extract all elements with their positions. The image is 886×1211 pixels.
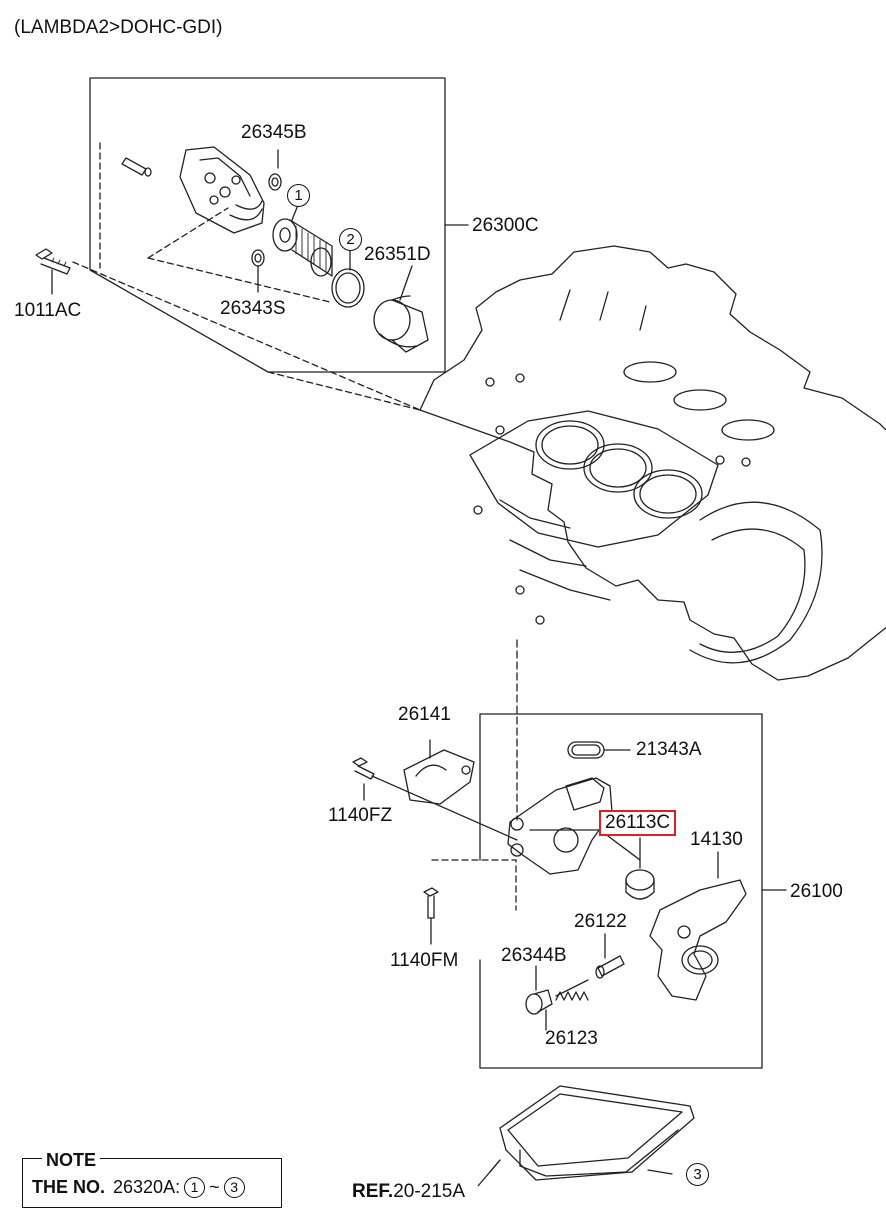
- dowel-pin: [121, 157, 152, 177]
- oring-26343S: [251, 249, 265, 293]
- gasket-21343A: [567, 741, 631, 759]
- part-label-26344B[interactable]: 26344B: [501, 945, 567, 966]
- part-label-26345B[interactable]: 26345B: [241, 122, 307, 143]
- diagram-title: (LAMBDA2>DOHC-GDI): [14, 17, 223, 38]
- part-label-21343A[interactable]: 21343A: [636, 739, 702, 760]
- part-label-1140FM[interactable]: 1140FM: [390, 950, 459, 971]
- note-prefix: THE NO.: [32, 1177, 106, 1197]
- note-text: 26320A:: [113, 1177, 181, 1197]
- note-title: NOTE: [42, 1150, 101, 1170]
- part-label-1011AC[interactable]: 1011AC: [14, 300, 82, 321]
- engine-block: [419, 245, 886, 681]
- filter-assembly-frame: [72, 77, 469, 411]
- note-callout-start: 1: [184, 1176, 206, 1198]
- cover-26141: [403, 739, 475, 805]
- oring-26345B: [268, 149, 282, 191]
- oil-strainer-14130: [649, 851, 747, 1001]
- note-separator: ~: [209, 1177, 220, 1197]
- part-label-26100[interactable]: 26100: [790, 881, 843, 902]
- callout-1[interactable]: 1: [287, 184, 310, 207]
- oil-pan: [489, 1085, 695, 1181]
- ref-code: 20-215A: [393, 1181, 466, 1202]
- filter-housing: [179, 146, 265, 234]
- bolt-1140FZ: [352, 757, 375, 801]
- bolt-1011AC: [35, 248, 71, 295]
- callout-2[interactable]: 2: [339, 228, 362, 251]
- bush-26113C: [625, 837, 655, 900]
- part-label-26300C[interactable]: 26300C: [472, 215, 539, 236]
- note-line: THE NO. 26320A: 1 ~ 3: [32, 1175, 247, 1199]
- note-callout-end: 3: [223, 1176, 245, 1198]
- oil-pump-assembly-frame: [479, 713, 787, 1069]
- plunger-26122: [595, 933, 625, 979]
- oring-large: [331, 250, 365, 308]
- filter-element: [272, 204, 333, 277]
- filter-cap: [373, 265, 429, 353]
- spring-26123: [545, 979, 589, 1031]
- part-label-26343S[interactable]: 26343S: [220, 298, 286, 319]
- part-label-26113C-highlighted[interactable]: 26113C: [599, 810, 677, 836]
- oil-pump-cover: [507, 777, 613, 875]
- callout-3[interactable]: 3: [686, 1163, 709, 1186]
- bolt-1140FM: [423, 859, 517, 945]
- part-label-1140FZ[interactable]: 1140FZ: [328, 805, 393, 826]
- part-label-26123[interactable]: 26123: [545, 1028, 598, 1049]
- part-label-14130[interactable]: 14130: [690, 829, 743, 850]
- ref-prefix: REF.: [352, 1181, 394, 1202]
- part-label-26141[interactable]: 26141: [398, 704, 451, 725]
- part-label-26351D[interactable]: 26351D: [364, 244, 431, 265]
- ref-label[interactable]: REF.20-215A: [352, 1181, 465, 1203]
- plug-26344B: [525, 965, 553, 1015]
- part-label-26122[interactable]: 26122: [574, 911, 627, 932]
